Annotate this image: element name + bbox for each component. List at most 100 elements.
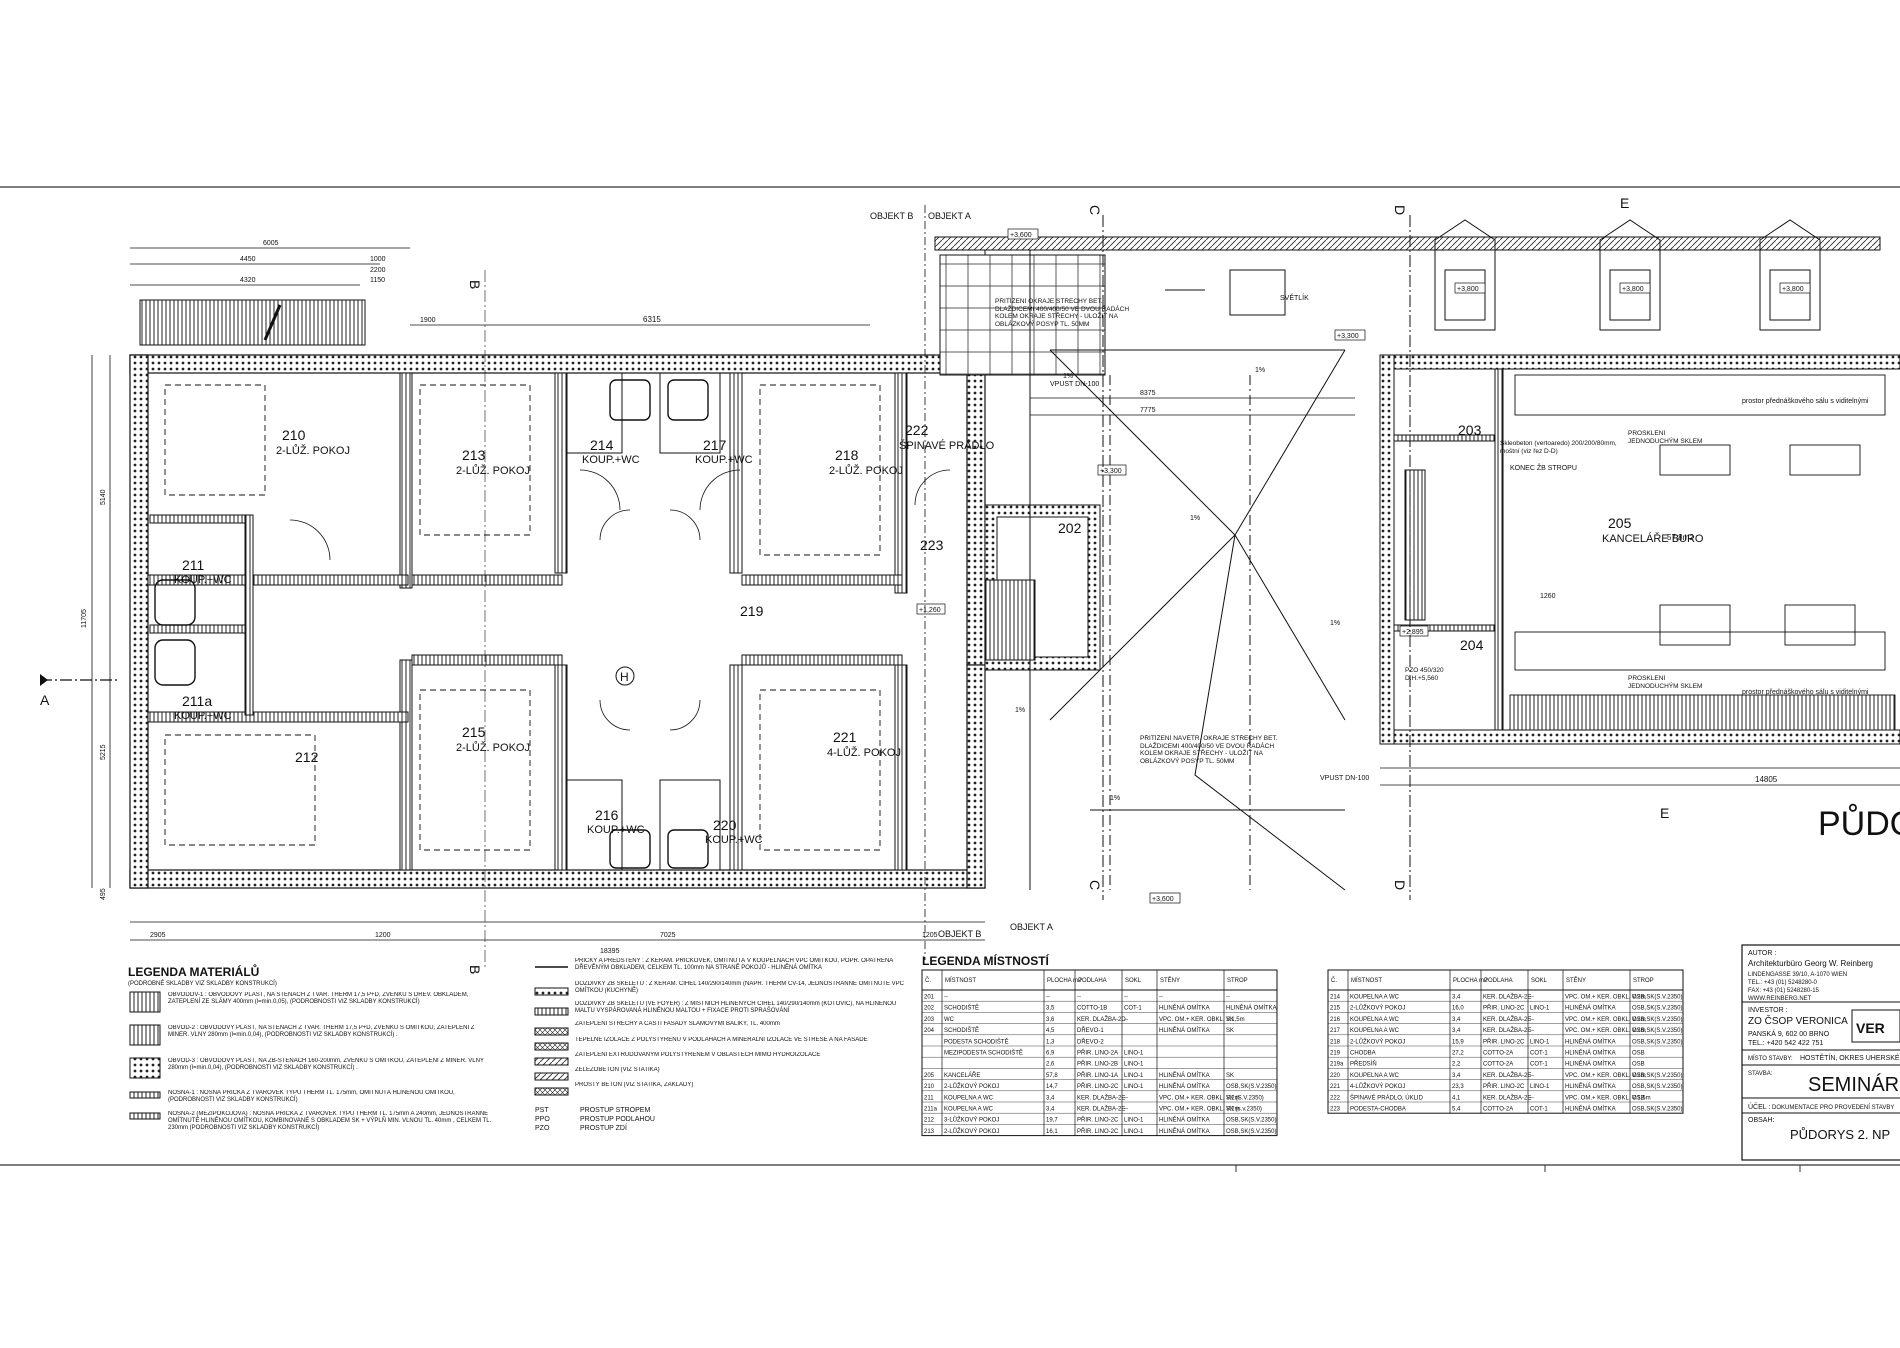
dim-8375: 8375 bbox=[1140, 390, 1156, 397]
table-cell: DŘEVO-1 bbox=[1077, 1026, 1104, 1034]
svg-text:ÚČEL :: ÚČEL : bbox=[1748, 1102, 1770, 1111]
dim-1150: 1150 bbox=[370, 277, 385, 284]
dim-7025: 7025 bbox=[660, 932, 676, 939]
table-cell: KER. DLAŽBA-2E bbox=[1483, 1093, 1531, 1101]
svg-text:LINDENGASSE 39/10, A-1070 WIEN: LINDENGASSE 39/10, A-1070 WIEN bbox=[1748, 972, 1847, 978]
table-cell: OSB,SK(S.V.2350) bbox=[1632, 995, 1682, 1001]
table-cell: KOUPELNA A WC bbox=[1350, 1017, 1400, 1023]
svg-text:LEGENDA MATERIÁLŮ: LEGENDA MATERIÁLŮ bbox=[128, 963, 259, 979]
table-cell: PŘIR. LINO-2C bbox=[1483, 1004, 1525, 1012]
table-cell: LINO-1 bbox=[1124, 1118, 1144, 1124]
svg-text:LEGENDA MÍSTNOSTÍ: LEGENDA MÍSTNOSTÍ bbox=[922, 953, 1050, 968]
room-name: 2-LŮŽ. POKOJ bbox=[829, 464, 903, 477]
table-cell: VPC. OM.+ KER. OBKL. V.2m bbox=[1159, 1107, 1240, 1113]
table-cell: KOUPELNA A WC bbox=[944, 1107, 994, 1113]
table-cell: 205 bbox=[924, 1073, 935, 1079]
table-cell: HLINĚNÁ OMÍTKA bbox=[1159, 1026, 1210, 1034]
table-cell: OSB,SK(S.V.2350) bbox=[1226, 1118, 1276, 1124]
room-name: KOUP.+WC bbox=[587, 824, 645, 836]
slope-mark: 1% bbox=[1330, 620, 1340, 627]
table-cell: -- bbox=[1530, 1028, 1534, 1034]
table-cell: HLINĚNÁ OMÍTKA bbox=[1565, 1037, 1616, 1045]
table-cell: KOUPELNA A WC bbox=[1350, 995, 1400, 1001]
room-name: KOUP.+WC bbox=[705, 834, 763, 846]
table-cell: PŘIR. LINO-2C bbox=[1483, 1082, 1525, 1090]
room-number: 211a bbox=[182, 693, 212, 709]
table-cell: KOUPELNA A WC bbox=[944, 1095, 994, 1101]
room-number: 212 bbox=[295, 749, 319, 765]
room-number: 210 bbox=[282, 427, 306, 443]
table-cell: 218 bbox=[1330, 1039, 1341, 1045]
table-header: SOKL bbox=[1125, 978, 1142, 984]
abbr-value: PROSTUP ZDÍ bbox=[580, 1123, 627, 1132]
svg-text:+3,600: +3,600 bbox=[1152, 896, 1174, 903]
dim-7775: 7775 bbox=[1140, 407, 1156, 414]
table-cell: COTTO-2A bbox=[1483, 1051, 1513, 1057]
abbr-key: PST bbox=[535, 1107, 549, 1114]
table-cell: 201 bbox=[924, 995, 935, 1001]
room-name: KOUP.+WC bbox=[174, 574, 232, 586]
table-cell: 211a bbox=[924, 1107, 938, 1113]
svg-text:+3,800: +3,800 bbox=[1782, 286, 1804, 293]
table-cell: HLINĚNÁ OMÍTKA bbox=[1565, 1082, 1616, 1090]
room-number: 218 bbox=[835, 447, 859, 463]
table-cell: PŘIR. LINO-2C bbox=[1077, 1116, 1119, 1124]
svg-text:DOKUMENTACE PRO PROVEDENÍ STAV: DOKUMENTACE PRO PROVEDENÍ STAVBY bbox=[1772, 1104, 1894, 1111]
section-e-label-bottom: E bbox=[1660, 805, 1669, 821]
table-frame bbox=[921, 969, 1278, 1137]
table-cell: HLINĚNÁ OMÍTKA bbox=[1565, 1060, 1616, 1068]
dim-2200: 2200 bbox=[370, 267, 386, 274]
svg-text:+3,800: +3,800 bbox=[1457, 286, 1479, 293]
room-number: 221 bbox=[833, 729, 857, 745]
table-cell: -- bbox=[1159, 995, 1163, 1001]
room-name: 2-LŮŽ. POKOJ bbox=[276, 444, 350, 457]
table-cell: KER. DLAŽBA-2E bbox=[1077, 1105, 1125, 1113]
legend-material-right-item: ZATEPLENÍ EXTRUDOVANÝM POLYSTYRENEM V OB… bbox=[575, 1052, 820, 1058]
svg-text:+2,895: +2,895 bbox=[1402, 629, 1424, 636]
table-cell: 19,7 bbox=[1046, 1118, 1058, 1124]
room-area: 57,8m2 bbox=[1667, 533, 1694, 542]
table-cell: OSB,SK(S.V.2350) bbox=[1632, 1006, 1682, 1012]
table-cell: KER. DLAŽBA-2E bbox=[1483, 1015, 1531, 1023]
table-cell: 220 bbox=[1330, 1073, 1341, 1079]
table-cell: HLINĚNÁ OMÍTKA bbox=[1159, 1116, 1210, 1124]
table-cell: VPC. OM.+ KER. OBKL. V.1,5m bbox=[1159, 1017, 1245, 1023]
legend-material-item: OBVOD-3 : OBVODOVÝ PLÁŠŤ, NA ŽB-STĚNÁCH … bbox=[168, 1058, 484, 1071]
svg-text:TEL.: +420 542 422 751: TEL.: +420 542 422 751 bbox=[1748, 1040, 1823, 1047]
table-cell: 4,5 bbox=[1046, 1028, 1055, 1034]
table-cell: WC bbox=[944, 1017, 955, 1023]
objekt-b-label-top: OBJEKT B bbox=[870, 211, 913, 221]
table-cell: OSB,SK(S.V.2350) bbox=[1632, 1073, 1682, 1079]
table-cell: SK bbox=[1226, 1073, 1234, 1079]
table-cell: 216 bbox=[1330, 1017, 1341, 1023]
table-cell: OSB,SK(S.V.2350) bbox=[1632, 1039, 1682, 1045]
svg-text:MÍSTO STAVBY:: MÍSTO STAVBY: bbox=[1748, 1055, 1793, 1062]
table-cell: -- bbox=[1124, 1095, 1128, 1101]
legend-material-right-item: TEPELNÉ IZOLACE Z POLYSTYRENU V PODLAHÁC… bbox=[575, 1037, 868, 1043]
svg-text:VER: VER bbox=[1856, 1020, 1885, 1036]
table-cell: 2,2 bbox=[1452, 1062, 1461, 1068]
table-cell: PŘEDSÍŇ bbox=[1350, 1060, 1377, 1068]
room-number: 216 bbox=[595, 807, 619, 823]
table-cell: 6,9 bbox=[1046, 1051, 1055, 1057]
dim-1000: 1000 bbox=[370, 256, 386, 263]
table-cell: VPC. OM.+ KER. OBKL. V.2m bbox=[1159, 1095, 1240, 1101]
table-cell: LINO-1 bbox=[1124, 1062, 1144, 1068]
table-cell: SK (S.V.2350) bbox=[1226, 1095, 1264, 1101]
table-cell: 3,4 bbox=[1452, 1073, 1461, 1079]
table-header: Č. bbox=[925, 977, 931, 984]
table-cell: HLINĚNÁ OMÍTKA bbox=[1226, 1004, 1277, 1012]
dim-4450: 4450 bbox=[240, 256, 256, 263]
table-cell: 16,0 bbox=[1452, 1006, 1464, 1012]
table-cell: 202 bbox=[924, 1006, 935, 1012]
dim-1260: 1260 bbox=[1540, 593, 1556, 600]
table-header: PODLAHA bbox=[1484, 978, 1513, 984]
table-cell: PŘIR. LINO-1A bbox=[1077, 1071, 1118, 1079]
table-cell: KER. DLAŽBA-2E bbox=[1483, 993, 1531, 1001]
table-cell: OSB,SK(S.V.2350) bbox=[1226, 1129, 1276, 1135]
table-cell: 3,4 bbox=[1046, 1107, 1055, 1113]
table-cell: COTTO-2A bbox=[1483, 1062, 1513, 1068]
svg-text:SEMINÁRN: SEMINÁRN bbox=[1808, 1073, 1900, 1096]
legend-material-right-item: PROSTÝ BETON (VIZ STATIKA, ZÁKLADY) bbox=[575, 1082, 693, 1088]
